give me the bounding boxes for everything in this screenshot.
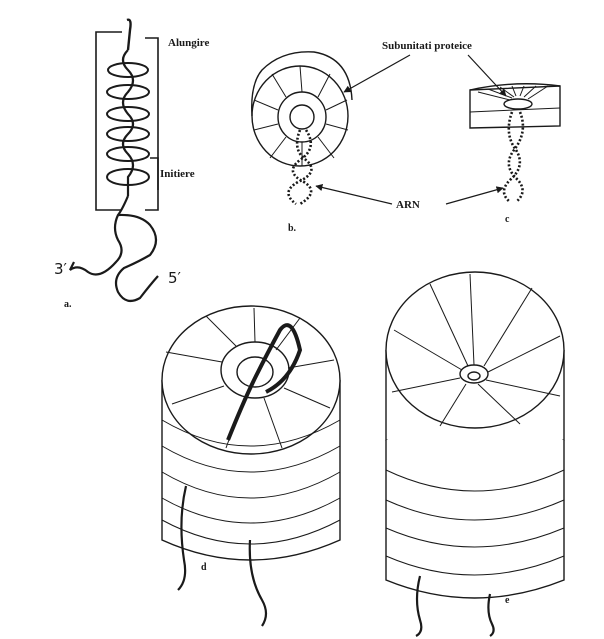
panel-e-stack (385, 271, 565, 637)
panel-label-b: b. (288, 223, 297, 234)
label-subunitati-proteice: Subunitati proteice (382, 40, 472, 52)
panel-label-a: a. (64, 299, 72, 310)
annotation-arrows (315, 54, 507, 205)
panel-a-rna-helix (69, 18, 159, 303)
label-five-prime: 5′ (168, 269, 181, 287)
panel-label-e: e (505, 595, 510, 606)
panel-d-stack (161, 305, 341, 627)
panel-label-c: c (505, 214, 510, 225)
panel-c-slice (469, 83, 561, 203)
panel-label-d: d (201, 562, 207, 573)
label-initiere: Initiere (160, 168, 195, 180)
label-alungire: Alungire (168, 37, 210, 49)
panel-b-disk (251, 51, 353, 206)
label-three-prime: 3′ (54, 260, 67, 278)
label-arn: ARN (396, 199, 420, 211)
